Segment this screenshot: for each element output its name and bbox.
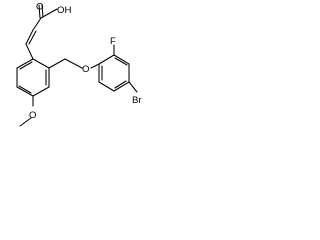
ring-a-bond-3 xyxy=(32,86,50,97)
ring-b-inner-1 xyxy=(114,57,128,66)
bond-o-ring xyxy=(90,63,100,69)
bond-c-o-double-b xyxy=(41,4,44,18)
bond-ring-ch2 xyxy=(48,58,66,69)
halogen-substituents xyxy=(113,44,138,93)
bond-alkene-double-a xyxy=(25,29,34,45)
fluoro-label: F xyxy=(110,36,116,47)
benzene-ring-bromofluorophenyl xyxy=(98,54,130,92)
bond-ring-br xyxy=(128,81,138,93)
bond-alkene-double-b xyxy=(28,30,37,45)
bond-ch2-o xyxy=(64,58,83,69)
carboxyl-o-label: O xyxy=(36,1,43,12)
molecule-structure: OH O O F O Br xyxy=(16,1,142,127)
ring-a-bond-1 xyxy=(32,58,50,69)
vinylene-linker xyxy=(25,17,42,60)
ring-b-bond-2 xyxy=(113,54,130,65)
ring-b-inner-2 xyxy=(114,80,127,89)
methylene-ether-bridge xyxy=(48,58,100,69)
benzene-ring-methoxyphenyl xyxy=(16,58,50,97)
bond-alkene-ring xyxy=(25,43,34,60)
bond-c-o-double-a xyxy=(38,4,41,19)
ring-b-bond-5 xyxy=(98,81,115,92)
ether-o-label: O xyxy=(82,64,89,75)
bond-acid-alkene xyxy=(32,17,42,31)
ring-b-bond-1 xyxy=(98,54,115,65)
methoxy-o-label: O xyxy=(29,110,36,121)
methoxy-group xyxy=(19,95,34,127)
ring-a-inner-2 xyxy=(18,85,32,94)
bond-o-methyl xyxy=(19,117,32,127)
ring-a-bond-4 xyxy=(16,86,34,97)
carboxyl-oh-label: OH xyxy=(57,5,71,16)
bromo-label: Br xyxy=(132,95,142,106)
ring-a-inner-3 xyxy=(19,61,33,70)
ring-a-bond-6 xyxy=(16,58,34,69)
bond-c-oh xyxy=(40,8,58,19)
carboxylic-acid-group xyxy=(38,4,58,19)
ring-b-bond-4 xyxy=(113,81,130,92)
